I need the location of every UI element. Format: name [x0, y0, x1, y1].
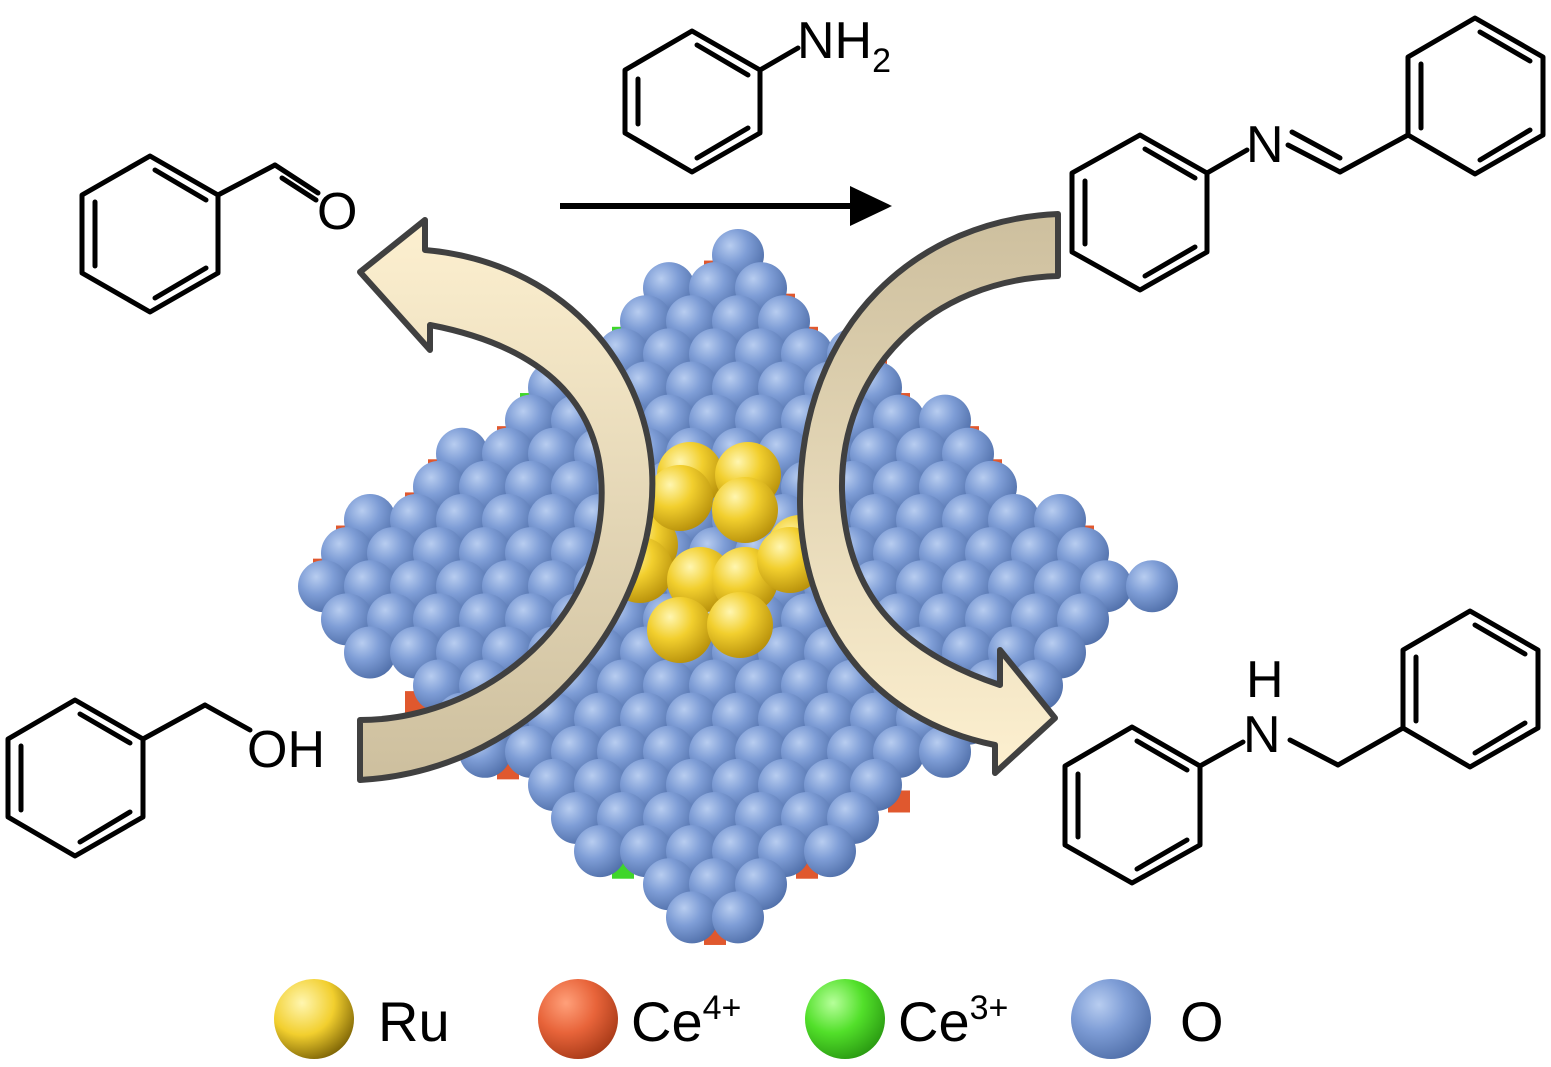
oxygen-atom — [919, 725, 971, 778]
aniline-label: NH2 — [797, 12, 891, 80]
ru-atom — [647, 465, 713, 531]
ce4-atom-icon — [538, 979, 618, 1059]
oxygen-atom — [666, 891, 718, 944]
aniline-structure: NH2 — [622, 12, 891, 175]
hydroxyl-label: OH — [247, 721, 325, 779]
imine-structure: N — [1069, 15, 1546, 293]
ru-atom — [707, 592, 773, 658]
benzyl-alcohol-structure: OH — [5, 697, 325, 859]
curved-arrow-right — [797, 211, 1061, 776]
oxygen-atom — [574, 825, 626, 878]
ru-atom-icon — [274, 979, 354, 1059]
amine-hydrogen-label: H — [1246, 651, 1284, 709]
oxygen-atom — [804, 825, 856, 878]
amine-structure: H N — [1062, 608, 1541, 886]
ru-atom — [647, 597, 713, 663]
amine-nitrogen-label: N — [1243, 706, 1281, 764]
legend: Ru Ce4+ Ce3+ O — [274, 979, 1224, 1059]
legend-item-o: O — [1071, 979, 1224, 1059]
legend-label-ce3: Ce3+ — [898, 989, 1008, 1053]
ru-atom — [712, 477, 778, 543]
legend-label-ru: Ru — [378, 990, 450, 1053]
oxygen-atom-icon — [1071, 979, 1151, 1059]
curved-arrow-left — [357, 217, 656, 783]
imine-nitrogen-label: N — [1246, 116, 1284, 174]
benzaldehyde-structure: O — [79, 153, 357, 315]
legend-item-ru: Ru — [274, 979, 450, 1059]
oxygen-atom — [1126, 560, 1178, 613]
legend-label-o: O — [1180, 990, 1224, 1053]
oxygen-atom — [712, 891, 764, 944]
legend-label-ce4: Ce4+ — [631, 989, 741, 1053]
legend-item-ce4: Ce4+ — [538, 979, 741, 1059]
ce3-atom-icon — [805, 979, 885, 1059]
aldehyde-oxygen-label: O — [317, 183, 357, 241]
reaction-arrow — [560, 186, 892, 226]
oxygen-atom — [344, 626, 396, 679]
legend-item-ce3: Ce3+ — [805, 979, 1008, 1059]
ru-cluster — [607, 442, 833, 663]
